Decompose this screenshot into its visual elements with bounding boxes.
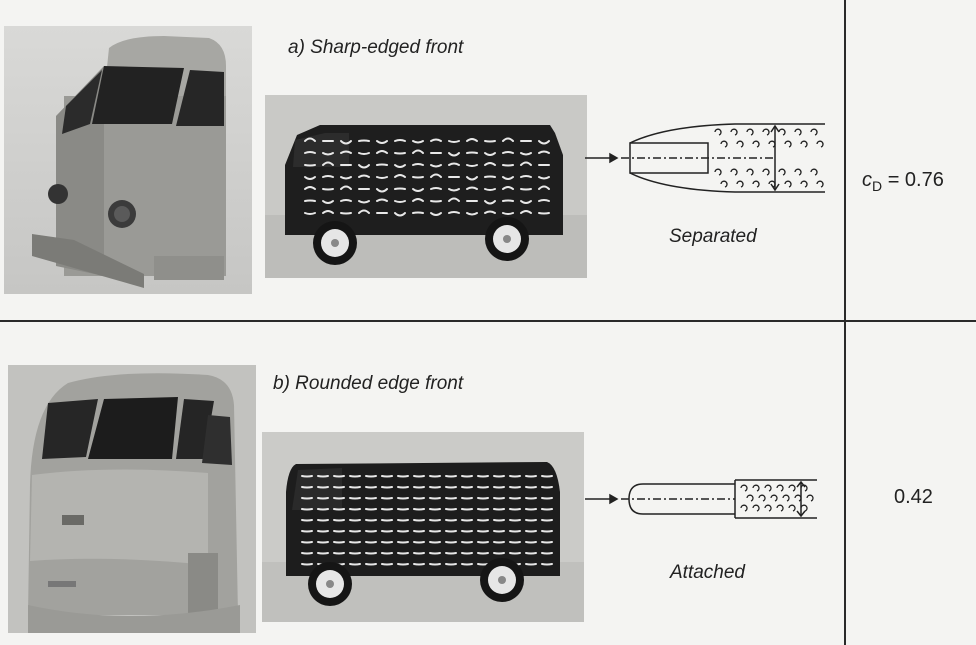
sharp-front-model-photo xyxy=(4,26,252,294)
rounded-front-caption: b) Rounded edge front xyxy=(273,373,464,394)
rounded-front-van-tuft-photo xyxy=(262,432,584,622)
cd-symbol: c xyxy=(862,169,872,191)
drag-coefficient-a: cD = 0.76 xyxy=(862,169,944,194)
sharp-front-caption: a) Sharp-edged front xyxy=(288,37,464,58)
cd-subscript: D xyxy=(872,178,883,194)
cd-value-a: = 0.76 xyxy=(887,169,944,191)
attached-label: Attached xyxy=(670,562,745,583)
drag-coefficient-b: 0.42 xyxy=(894,486,933,508)
separated-flow-diagram xyxy=(585,118,830,198)
rounded-front-model-photo xyxy=(8,365,256,633)
separated-label: Separated xyxy=(669,226,757,247)
column-divider xyxy=(844,0,846,645)
row-divider xyxy=(0,320,976,322)
attached-flow-diagram xyxy=(585,474,830,524)
sharp-front-van-tuft-photo xyxy=(265,95,587,278)
